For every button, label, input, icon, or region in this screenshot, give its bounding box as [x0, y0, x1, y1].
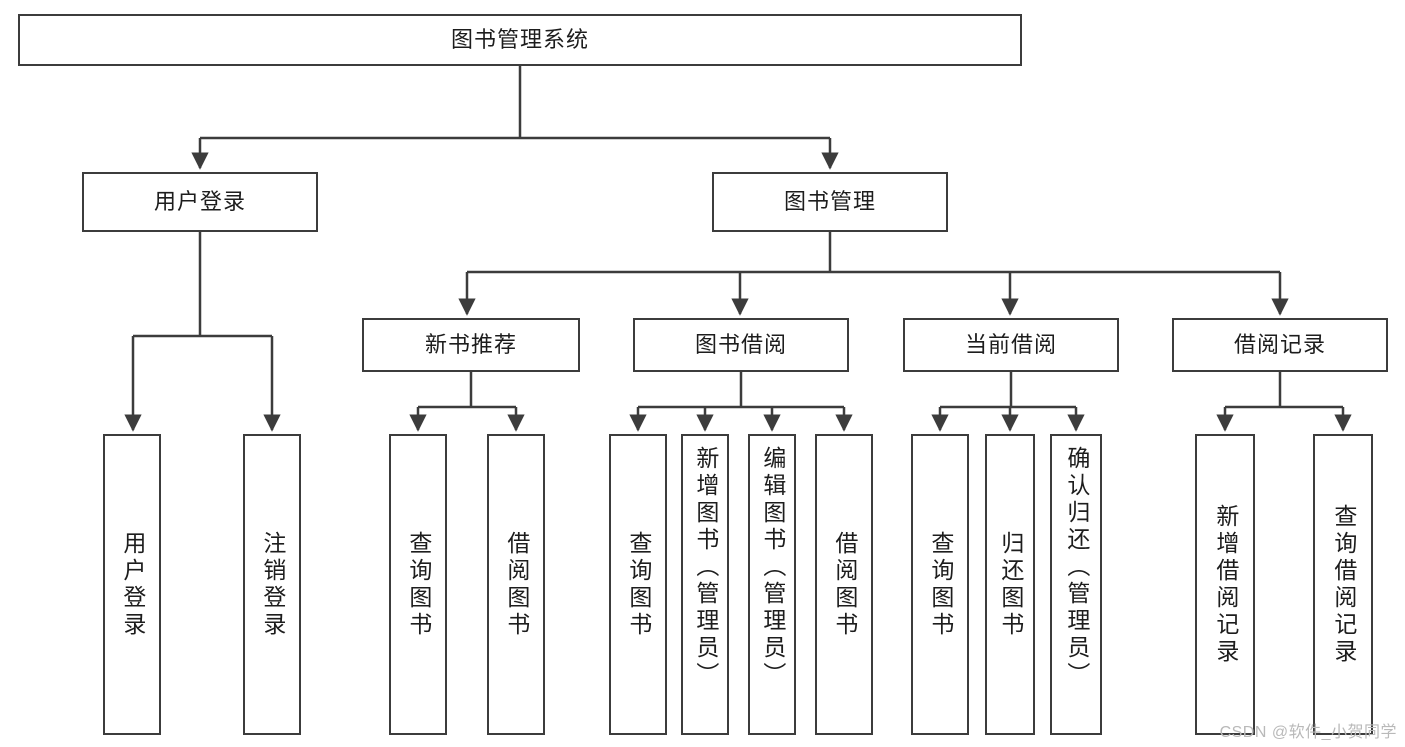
node-leaf-查询图书[interactable]: 查询图书 — [389, 434, 447, 735]
leaf-label: 借阅图书 — [831, 530, 858, 639]
node-level3-当前借阅[interactable]: 当前借阅 — [903, 318, 1119, 372]
node-level2-图书管理[interactable]: 图书管理 — [712, 172, 948, 232]
node-leaf-确认归还管理员[interactable]: 确认归还（管理员） — [1050, 434, 1102, 735]
node-leaf-查询图书[interactable]: 查询图书 — [609, 434, 667, 735]
leaf-label: 确认归还（管理员） — [1063, 446, 1090, 689]
node-leaf-借阅图书[interactable]: 借阅图书 — [487, 434, 545, 735]
node-level3-借阅记录[interactable]: 借阅记录 — [1172, 318, 1388, 372]
node-level3-新书推荐[interactable]: 新书推荐 — [362, 318, 580, 372]
node-root-图书管理系统[interactable]: 图书管理系统 — [18, 14, 1022, 66]
leaf-label: 注销登录 — [259, 530, 286, 639]
leaf-label: 查询图书 — [405, 530, 432, 639]
node-leaf-编辑图书管理员[interactable]: 编辑图书（管理员） — [748, 434, 796, 735]
node-leaf-归还图书[interactable]: 归还图书 — [985, 434, 1035, 735]
node-leaf-查询借阅记录[interactable]: 查询借阅记录 — [1313, 434, 1373, 735]
leaf-label: 归还图书 — [997, 530, 1024, 639]
node-level3-图书借阅[interactable]: 图书借阅 — [633, 318, 849, 372]
node-leaf-查询图书[interactable]: 查询图书 — [911, 434, 969, 735]
leaf-label: 查询图书 — [625, 530, 652, 639]
leaf-label: 新增借阅记录 — [1212, 503, 1239, 666]
node-level2-用户登录[interactable]: 用户登录 — [82, 172, 318, 232]
node-leaf-借阅图书[interactable]: 借阅图书 — [815, 434, 873, 735]
node-leaf-新增图书管理员[interactable]: 新增图书（管理员） — [681, 434, 729, 735]
leaf-label: 编辑图书（管理员） — [759, 446, 786, 689]
csdn-watermark: CSDN @软件_小贺同学 — [1219, 724, 1397, 741]
leaf-label: 借阅图书 — [503, 530, 530, 639]
node-leaf-新增借阅记录[interactable]: 新增借阅记录 — [1195, 434, 1255, 735]
node-leaf-用户登录[interactable]: 用户登录 — [103, 434, 161, 735]
leaf-label: 新增图书（管理员） — [692, 446, 719, 689]
leaf-label: 用户登录 — [119, 530, 146, 639]
node-leaf-注销登录[interactable]: 注销登录 — [243, 434, 301, 735]
leaf-label: 查询借阅记录 — [1330, 503, 1357, 666]
leaf-label: 查询图书 — [927, 530, 954, 639]
